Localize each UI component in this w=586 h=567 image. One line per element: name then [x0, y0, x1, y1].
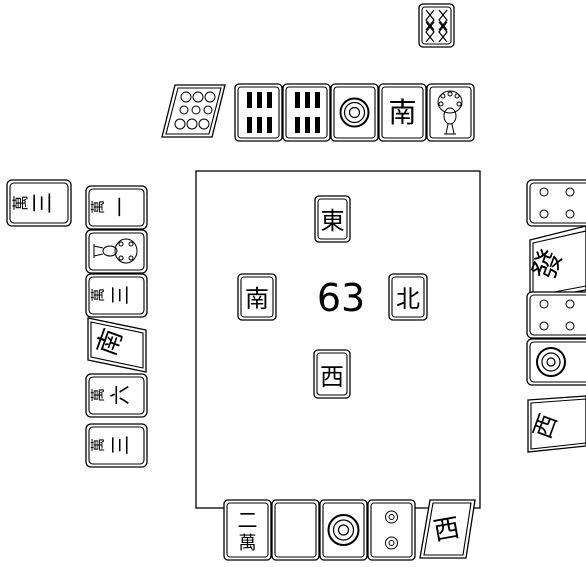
east-meld-tile-5[interactable]: 西 [528, 396, 586, 452]
west-extra-text: 三 [31, 192, 56, 214]
north-meld-tile-6[interactable] [427, 84, 474, 141]
south-meld-tile-2[interactable] [272, 500, 319, 560]
seat-wind-right: 北 [396, 285, 420, 313]
south-meld-tile-5[interactable]: 西 [420, 500, 475, 558]
svg-text:一: 一 [108, 197, 132, 217]
north-extra-tile[interactable] [419, 4, 454, 47]
svg-text:六: 六 [108, 385, 132, 405]
seat-wind-top-tile: 東 [315, 196, 350, 242]
east-meld-tile-2[interactable]: 發 [526, 226, 586, 300]
seat-wind-bottom-tile: 西 [314, 350, 350, 398]
seat-wind-bottom: 西 [320, 363, 344, 391]
east-meld-tile-3[interactable] [527, 292, 586, 338]
west-meld-tile-3[interactable]: 萬 三 [86, 274, 147, 317]
south-char-number: 二 [238, 508, 258, 532]
west-meld-tile-4[interactable]: 南 [88, 318, 146, 372]
north-meld-tile-4[interactable] [331, 84, 378, 141]
svg-text:萬: 萬 [91, 200, 107, 214]
seat-wind-left-tile: 南 [238, 274, 276, 320]
wall-count: 63 [317, 276, 365, 320]
svg-text:萬: 萬 [11, 195, 30, 211]
east-meld-tile-4[interactable] [527, 339, 586, 385]
east-meld-tile-1[interactable] [527, 180, 586, 226]
west-meld-tile-6[interactable]: 萬 三 [86, 424, 147, 467]
north-meld-tile-3[interactable] [283, 84, 330, 141]
seat-wind-right-tile: 北 [389, 274, 427, 320]
west-meld-tile-1[interactable]: 萬 一 [86, 186, 147, 229]
south-meld-tile-3[interactable] [320, 500, 367, 560]
south-char-suffix: 萬 [239, 533, 257, 554]
north-meld-tile-5[interactable]: 南 [379, 84, 426, 141]
north-meld-tile-1[interactable] [162, 85, 225, 137]
seat-wind-top: 東 [321, 207, 345, 235]
svg-text:西: 西 [431, 513, 462, 547]
svg-text:萬: 萬 [91, 438, 107, 452]
svg-text:萬: 萬 [91, 388, 107, 402]
west-meld-tile-2[interactable] [86, 230, 147, 273]
west-extra-tile[interactable]: 萬 三 [7, 180, 71, 226]
south-meld-tile-1[interactable]: 二 萬 [224, 500, 271, 560]
north-wind-text: 南 [388, 96, 416, 129]
svg-text:萬: 萬 [91, 288, 107, 302]
seat-wind-left: 南 [245, 285, 269, 313]
north-meld-tile-2[interactable] [235, 84, 282, 141]
svg-text:三: 三 [108, 285, 132, 305]
west-meld-tile-5[interactable]: 萬 六 [86, 374, 147, 417]
south-meld-tile-4[interactable] [368, 500, 415, 560]
svg-text:三: 三 [108, 435, 132, 455]
